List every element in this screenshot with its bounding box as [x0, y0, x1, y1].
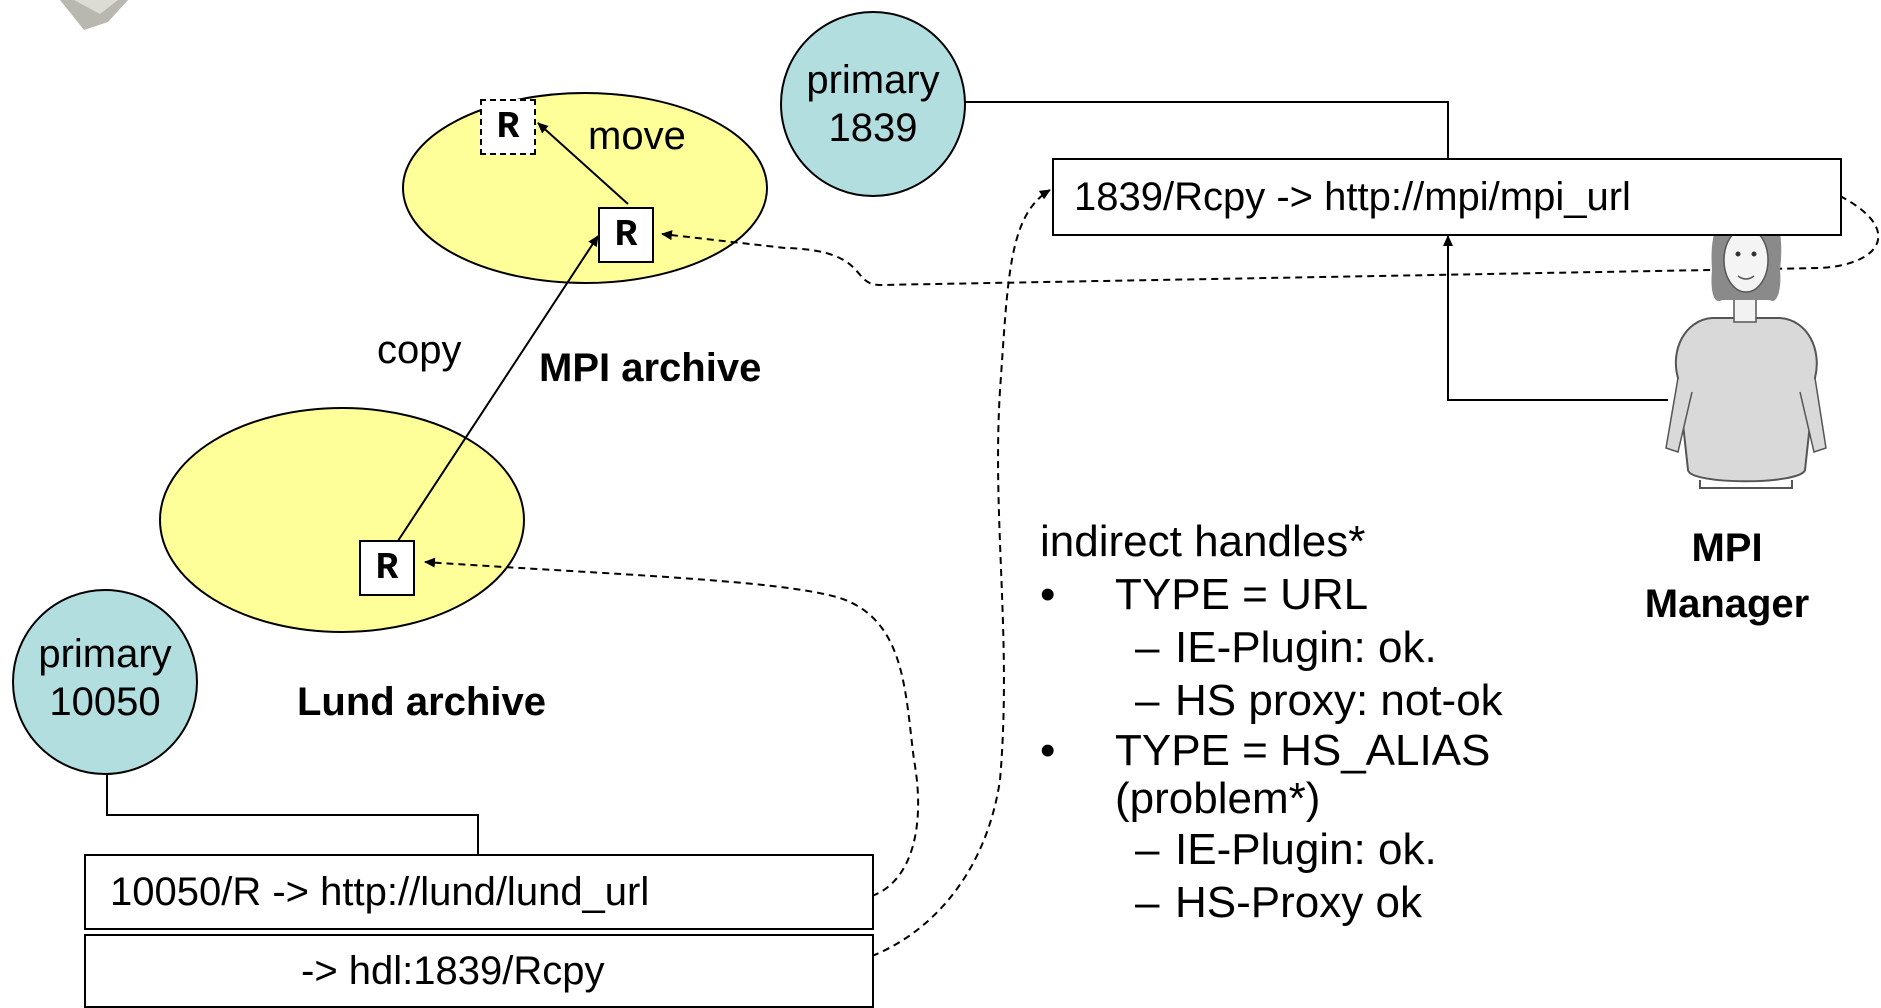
- mpi-handle-text: 1839/Rcpy -> http://mpi/mpi_url: [1074, 174, 1631, 219]
- manager-label-line2: Manager: [1644, 582, 1810, 626]
- note-subitem-text: IE-Plugin: ok.: [1175, 825, 1437, 874]
- move-arrow: [537, 122, 629, 205]
- lund-handle-text: 10050/R -> http://lund/lund_url: [110, 869, 650, 914]
- manager-label: MPI Manager: [1632, 520, 1822, 632]
- corner-logo-icon: [60, 0, 128, 30]
- note-item-alias-text: TYPE = HS_ALIAS: [1115, 726, 1491, 775]
- lund-resource-box: R: [359, 540, 415, 596]
- note-item-alias: TYPE = HS_ALIAS (problem*): [1040, 727, 1503, 823]
- mpi-resource-box: R: [598, 207, 654, 263]
- note-subitem-text: IE-Plugin: ok.: [1175, 623, 1437, 672]
- mpi-primary-connector: [965, 101, 1449, 158]
- note-item-alias-text2: (problem*): [1115, 774, 1321, 823]
- mpi-primary-circle: [780, 11, 966, 197]
- note-subitem-text: HS-Proxy ok: [1175, 878, 1422, 927]
- lund-handle-row1: 10050/R -> http://lund/lund_url: [84, 854, 874, 930]
- note-subitem: IE-Plugin: ok.: [1040, 823, 1503, 876]
- manager-label-line1: MPI: [1691, 526, 1763, 570]
- lund-primary-label: primary 10050: [13, 630, 197, 726]
- note-subitem-text: HS proxy: not-ok: [1175, 676, 1503, 725]
- mpi-primary-line1: primary: [806, 58, 940, 102]
- indirect-handles-notes: indirect handles* TYPE = URL IE-Plugin: …: [1040, 515, 1503, 929]
- lund-primary-connector: [106, 774, 479, 854]
- lund-primary-line1: primary: [38, 632, 172, 676]
- lund-archive-ellipse: [159, 407, 525, 633]
- mpi-primary-line2: 1839: [828, 106, 918, 150]
- lund-archive-label: Lund archive: [297, 680, 546, 724]
- moved-resource-box: R: [480, 99, 536, 155]
- move-label: move: [588, 114, 686, 158]
- note-subitem: HS proxy: not-ok: [1040, 674, 1503, 727]
- lund-primary-circle: [12, 589, 198, 775]
- mpi-archive-label: MPI archive: [539, 346, 762, 390]
- mpi-primary-label: primary 1839: [781, 56, 965, 152]
- note-item-url: TYPE = URL: [1040, 568, 1503, 621]
- copy-label: copy: [377, 328, 462, 372]
- copy-arrow: [391, 235, 599, 551]
- lund-resolution-dashed-path: [424, 557, 920, 897]
- mpi-resolution-dashed-path: [661, 195, 1880, 287]
- mpi-handle-box: 1839/Rcpy -> http://mpi/mpi_url: [1052, 158, 1842, 236]
- note-item-url-text: TYPE = URL: [1115, 570, 1369, 619]
- alias-redirect-dashed-path: [871, 189, 1051, 957]
- note-subitem: IE-Plugin: ok.: [1040, 621, 1503, 674]
- manager-figure-icon: [1665, 196, 1827, 489]
- lund-alias-text: -> hdl:1839/Rcpy: [301, 948, 605, 993]
- lund-primary-line2: 10050: [49, 680, 161, 724]
- note-subitem: HS-Proxy ok: [1040, 876, 1503, 929]
- notes-heading: indirect handles*: [1040, 517, 1366, 566]
- manager-edit-arrow: [1443, 235, 1668, 401]
- lund-handle-row2: -> hdl:1839/Rcpy: [84, 934, 874, 1008]
